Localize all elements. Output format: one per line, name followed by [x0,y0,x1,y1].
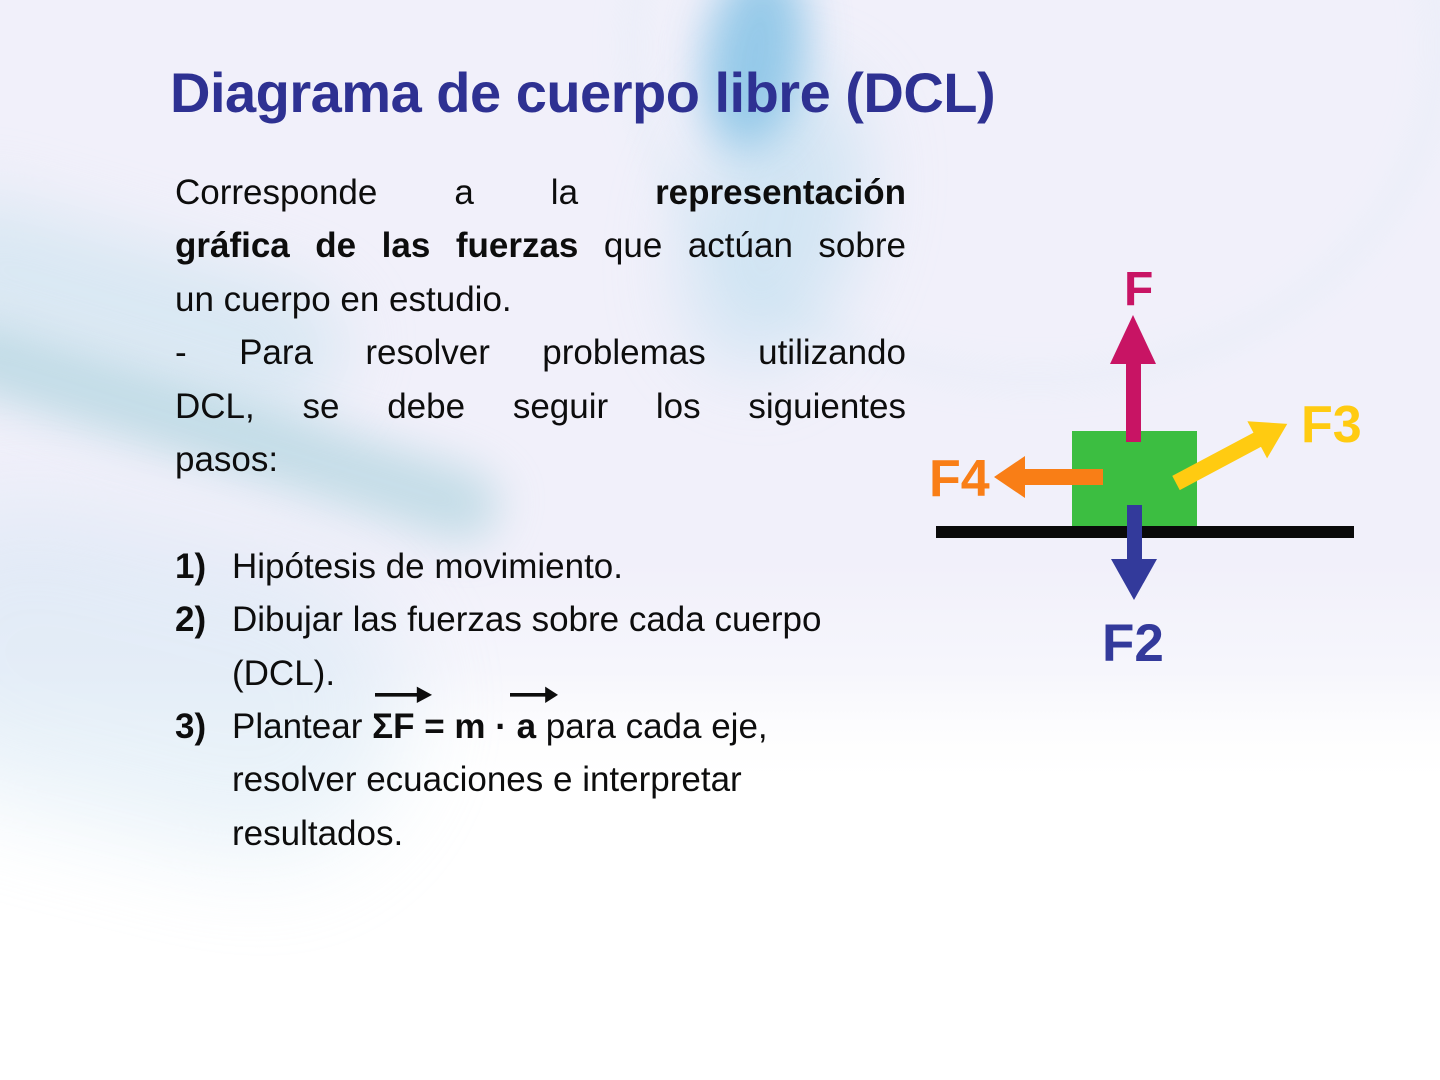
force-diagonal-arrow-head [1247,405,1298,459]
step-number: 3) [175,707,207,747]
blank-line [175,486,906,539]
body-text: Corresponde a la representación gráfica … [175,166,906,860]
ground-line [936,526,1354,538]
force-up-arrow-head [1110,315,1156,364]
step-1: 1) Hipótesis de movimiento. [175,540,906,593]
body-block [1072,431,1197,526]
intro-line: gráfica de las fuerzas que actúan sobre [175,226,906,266]
force-diagonal-arrow-shaft [1172,431,1263,491]
force-left-label: F4 [929,450,990,508]
force-diagonal-label: F3 [1301,396,1362,454]
force-up-arrow-shaft [1126,362,1141,442]
sigma-f-vector: ΣF [372,686,433,753]
force-left-arrow-shaft [1023,469,1103,485]
intro-line: Corresponde a la representación [175,173,906,212]
step-number: 2) [175,600,207,640]
page-title: Diagrama de cuerpo libre (DCL) [170,61,996,124]
intro-line: pasos: [175,440,279,480]
vector-arrow-icon [509,686,558,704]
step-2: 2) Dibujar las fuerzas sobre cada cuerpo… [175,593,906,700]
force-down-arrow-head [1111,559,1157,600]
step-number: 1) [175,546,207,586]
step-3: 3) Plantear ΣF = m · a para cada eje, re… [175,686,906,860]
intro-line: - Para resolver problemas utilizando [175,333,906,373]
intro-line: DCL, se debe seguir los siguientes [175,386,906,426]
force-left-arrow-head [994,456,1025,498]
force-down-label: F2 [1102,614,1164,673]
force-down-arrow-shaft [1127,505,1142,562]
formula-line: Plantear ΣF = m · a para cada eje, [232,686,906,753]
vector-arrow-icon [375,686,433,704]
intro-line: un cuerpo en estudio. [175,279,512,319]
force-up-label: F [1124,263,1154,316]
a-vector: a [509,686,558,753]
